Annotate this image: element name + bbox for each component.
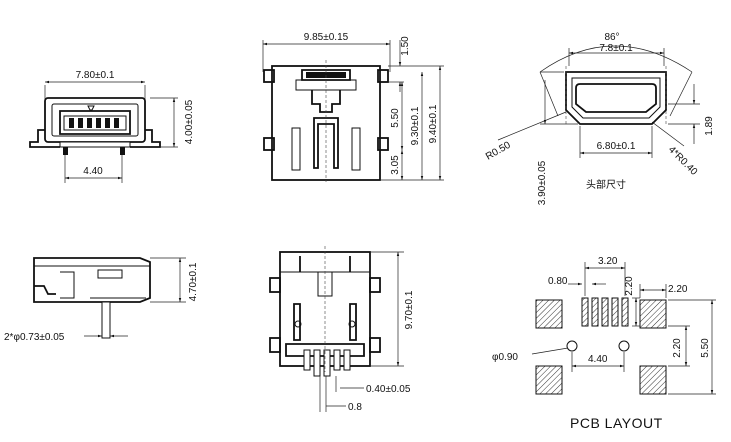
- side-pin-label: 2*φ0.73±0.05: [4, 332, 65, 343]
- head-side-label: 1.89: [704, 116, 715, 136]
- bottom-height-label: 9.70±0.1: [404, 290, 415, 329]
- pcb-d220b-label: 2.20: [668, 284, 688, 295]
- top-d550-label: 5.50: [390, 108, 401, 128]
- top-d930-label: 9.30±0.1: [410, 106, 421, 145]
- top-view: 9.85±0.15 1.50 5.50 3.05 9.30±0.1 9.40±0: [262, 32, 444, 182]
- bottom-pin-width-label: 0.40±0.05: [366, 384, 411, 395]
- top-d150-label: 1.50: [400, 36, 411, 56]
- front-contacts: [69, 118, 119, 128]
- pcb-signal-pads: [581, 297, 629, 327]
- front-width-label: 7.80±0.1: [76, 70, 115, 81]
- top-d305-label: 3.05: [390, 155, 401, 175]
- pcb-pad-tl: [535, 299, 563, 329]
- side-height-label: 4.70±0.1: [188, 262, 199, 301]
- side-body: [33, 257, 151, 303]
- pcb-pad-tr: [639, 299, 667, 329]
- pcb-layout: 3.20 0.80 2.20 2.20 2.20 5.50 4.40 φ0.90…: [492, 256, 716, 431]
- pcb-d220a-label: 2.20: [624, 276, 635, 296]
- head-r-inner-label: 4*R0.40: [666, 144, 700, 178]
- side-pin: [101, 301, 111, 339]
- head-height-label: 3.90±0.05: [537, 160, 548, 205]
- pcb-d440-label: 4.40: [588, 354, 608, 365]
- pcb-hole-right: [618, 340, 630, 352]
- pcb-pad-bl: [535, 365, 563, 395]
- bottom-view: 9.70±0.1 0.40±0.05 0.8: [269, 246, 415, 413]
- pcb-title: PCB LAYOUT: [570, 415, 663, 431]
- pcb-pad-br: [639, 365, 667, 395]
- front-view: 7.80±0.1 4.40 4.00±0.05: [29, 70, 195, 183]
- front-pitch-label: 4.40: [83, 166, 103, 177]
- head-inner-width-label: 6.80±0.1: [597, 141, 636, 152]
- bottom-pitch-label: 0.8: [348, 402, 362, 413]
- top-d940-label: 9.40±0.1: [428, 104, 439, 143]
- pcb-d080-label: 0.80: [548, 276, 568, 287]
- front-height-label: 4.00±0.05: [184, 99, 195, 144]
- head-r-outer-label: R0.50: [484, 140, 513, 163]
- pcb-hole-left: [566, 340, 578, 352]
- head-view: 86° 7.8±0.1 R0.50 4*R0.40 6.80±0.1 3.90±…: [484, 32, 715, 205]
- pcb-d550-label: 5.50: [700, 338, 711, 358]
- bottom-pins: [303, 349, 351, 377]
- pcb-d320-label: 3.20: [598, 256, 618, 267]
- pcb-d220c-label: 2.20: [672, 338, 683, 358]
- top-width-label: 9.85±0.15: [304, 32, 349, 43]
- head-width-label: 7.8±0.1: [599, 43, 633, 54]
- head-angle-label: 86°: [604, 32, 619, 43]
- side-view: 4.70±0.1 2*φ0.73±0.05: [4, 257, 199, 343]
- pcb-hole-label: φ0.90: [492, 352, 518, 363]
- head-caption: 头部尺寸: [586, 178, 626, 191]
